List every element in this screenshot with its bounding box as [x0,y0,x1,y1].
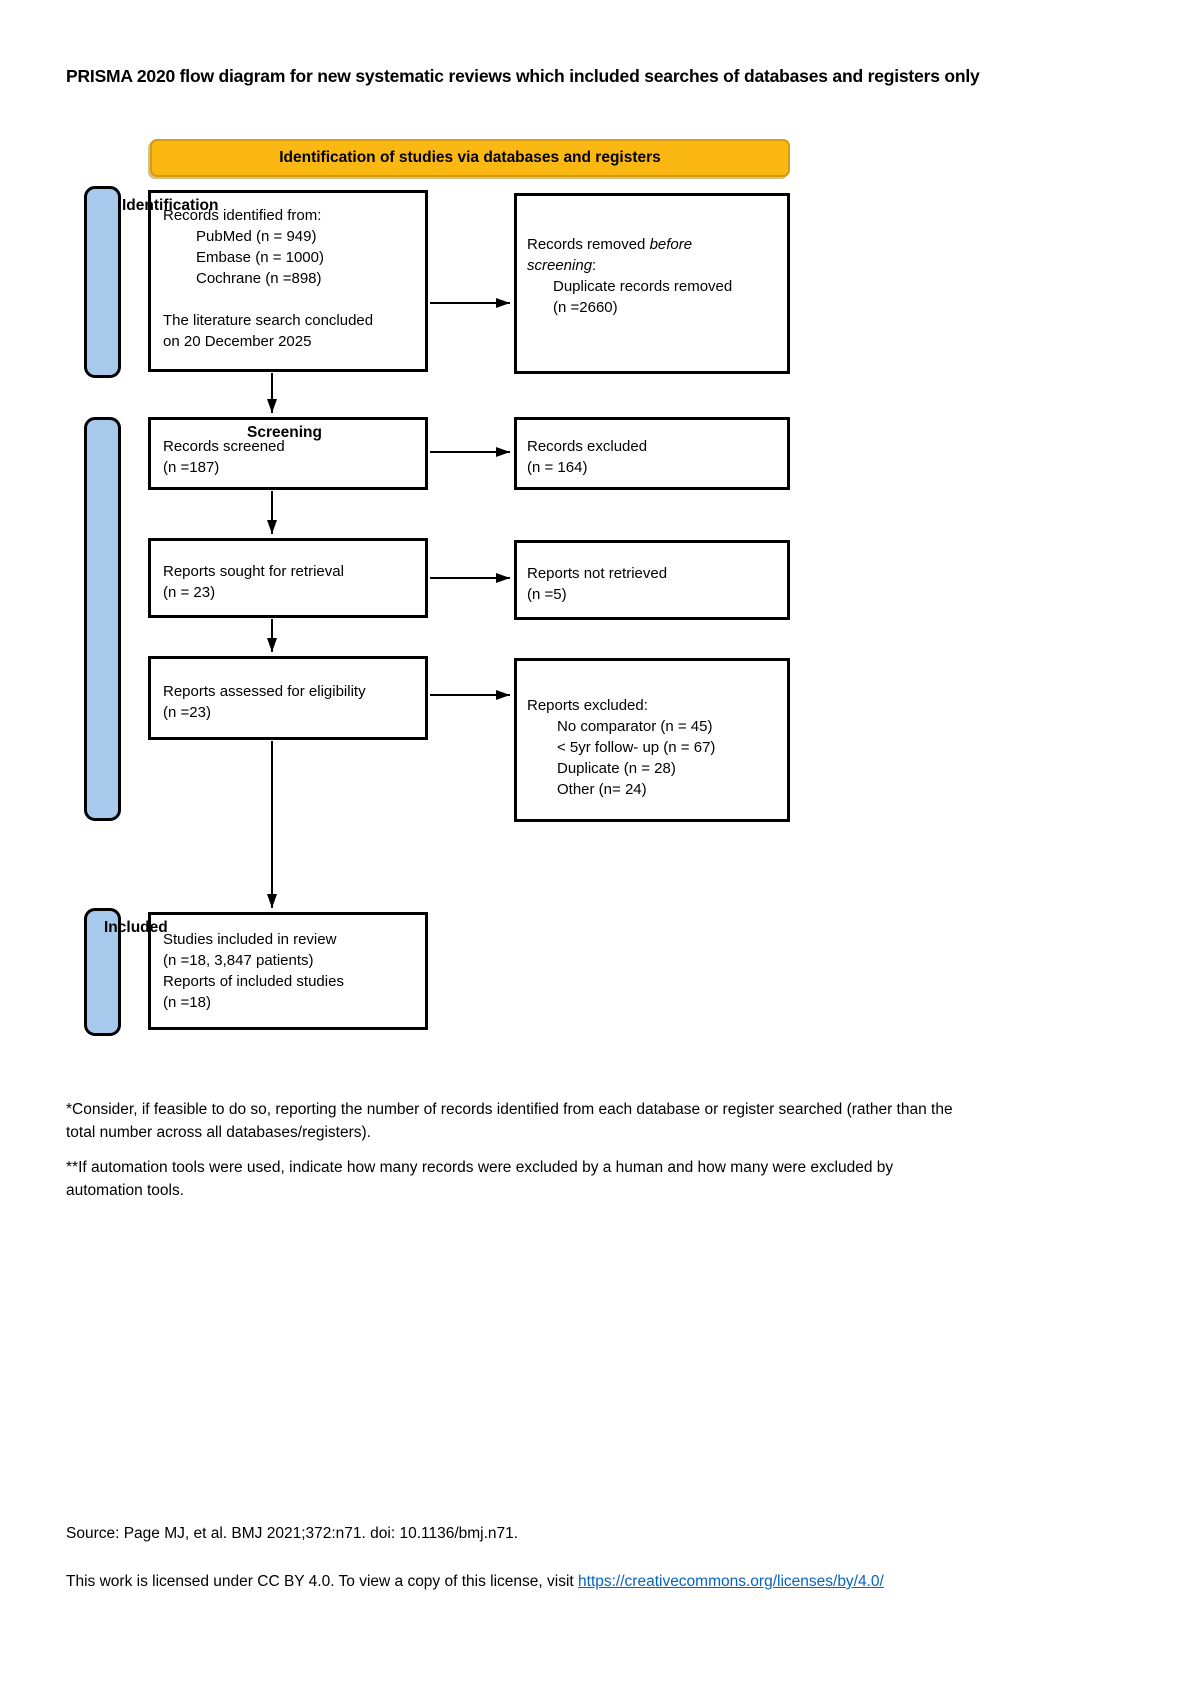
records-removed-box: Records removed before screening: Duplic… [514,193,790,374]
box-line: (n =18, 3,847 patients) [163,952,314,969]
license-line: This work is licensed under CC BY 4.0. T… [66,1570,1066,1593]
box-line: Embase (n = 1000) [196,249,324,266]
box-line: No comparator (n = 45) [557,718,713,735]
blank-line [163,289,417,310]
box-line: Reports sought for retrieval [163,563,344,580]
box-line: Other (n= 24) [557,781,647,798]
box-line: Records identified from: [163,207,322,224]
records-identified-box: Records identified from: PubMed (n = 949… [148,190,428,372]
stage-bar-screening [84,417,121,821]
stage-label-identification: Identification [122,197,219,214]
box-line: Duplicate (n = 28) [557,760,676,777]
box-line: PubMed (n = 949) [196,228,317,245]
footnote-automation: **If automation tools were used, indicat… [66,1156,1066,1202]
stage-bar-included [84,908,121,1036]
reports-not-retrieved-box: Reports not retrieved (n =5) [514,540,790,620]
reports-sought-box: Reports sought for retrieval (n = 23) [148,538,428,618]
box-line-part-italic: before [649,236,693,253]
box-line: (n =23) [163,704,211,721]
studies-included-box: Studies included in review (n =18, 3,847… [148,912,428,1030]
box-line: Reports excluded: [527,697,648,714]
footnote-line: total number across all databases/regist… [66,1124,371,1141]
box-line: < 5yr follow- up (n = 67) [557,739,716,756]
box-line-part-italic: screening [527,257,593,274]
identification-banner: Identification of studies via databases … [150,139,790,177]
box-line: on 20 December 2025 [163,333,312,350]
footnote-line: automation tools. [66,1182,185,1199]
footnote-line: **If automation tools were used, indicat… [66,1159,894,1176]
box-line: (n =2660) [553,299,618,316]
footnote-line: *Consider, if feasible to do so, reporti… [66,1101,953,1118]
box-line: Records removed before [527,234,781,255]
box-line: Records excluded [527,438,648,455]
box-line: The literature search concluded [163,312,374,329]
box-line: (n =5) [527,586,567,603]
stage-label-screening: Screening [247,424,322,441]
box-line: Duplicate records removed [553,278,733,295]
box-line: (n = 164) [527,459,588,476]
box-line-part: Records removed [527,236,650,253]
page-title: PRISMA 2020 flow diagram for new systema… [66,66,980,86]
records-excluded-box: Records excluded (n = 164) [514,417,790,490]
box-line: (n =18) [163,994,211,1011]
license-link[interactable]: https://creativecommons.org/licenses/by/… [578,1573,884,1590]
reports-excluded-box: Reports excluded: No comparator (n = 45)… [514,658,790,822]
box-line: screening: [527,255,781,276]
box-line: Cochrane (n =898) [196,270,322,287]
box-line: Reports of included studies [163,973,344,990]
banner-label: Identification of studies via databases … [279,149,661,166]
box-line: (n = 23) [163,584,216,601]
reports-assessed-box: Reports assessed for eligibility (n =23) [148,656,428,740]
box-line: Records screened [163,438,285,455]
source-citation: Source: Page MJ, et al. BMJ 2021;372:n71… [66,1525,519,1542]
box-line: Reports not retrieved [527,565,668,582]
stage-label-included: Included [104,919,168,936]
box-line: (n =187) [163,459,220,476]
records-screened-box: Records screened (n =187) [148,417,428,490]
box-line: Studies included in review [163,931,337,948]
license-text: This work is licensed under CC BY 4.0. T… [66,1573,579,1590]
stage-bar-identification [84,186,121,378]
box-line-part: : [592,257,597,274]
footnote-consider: *Consider, if feasible to do so, reporti… [66,1098,1066,1144]
box-line: Reports assessed for eligibility [163,683,366,700]
